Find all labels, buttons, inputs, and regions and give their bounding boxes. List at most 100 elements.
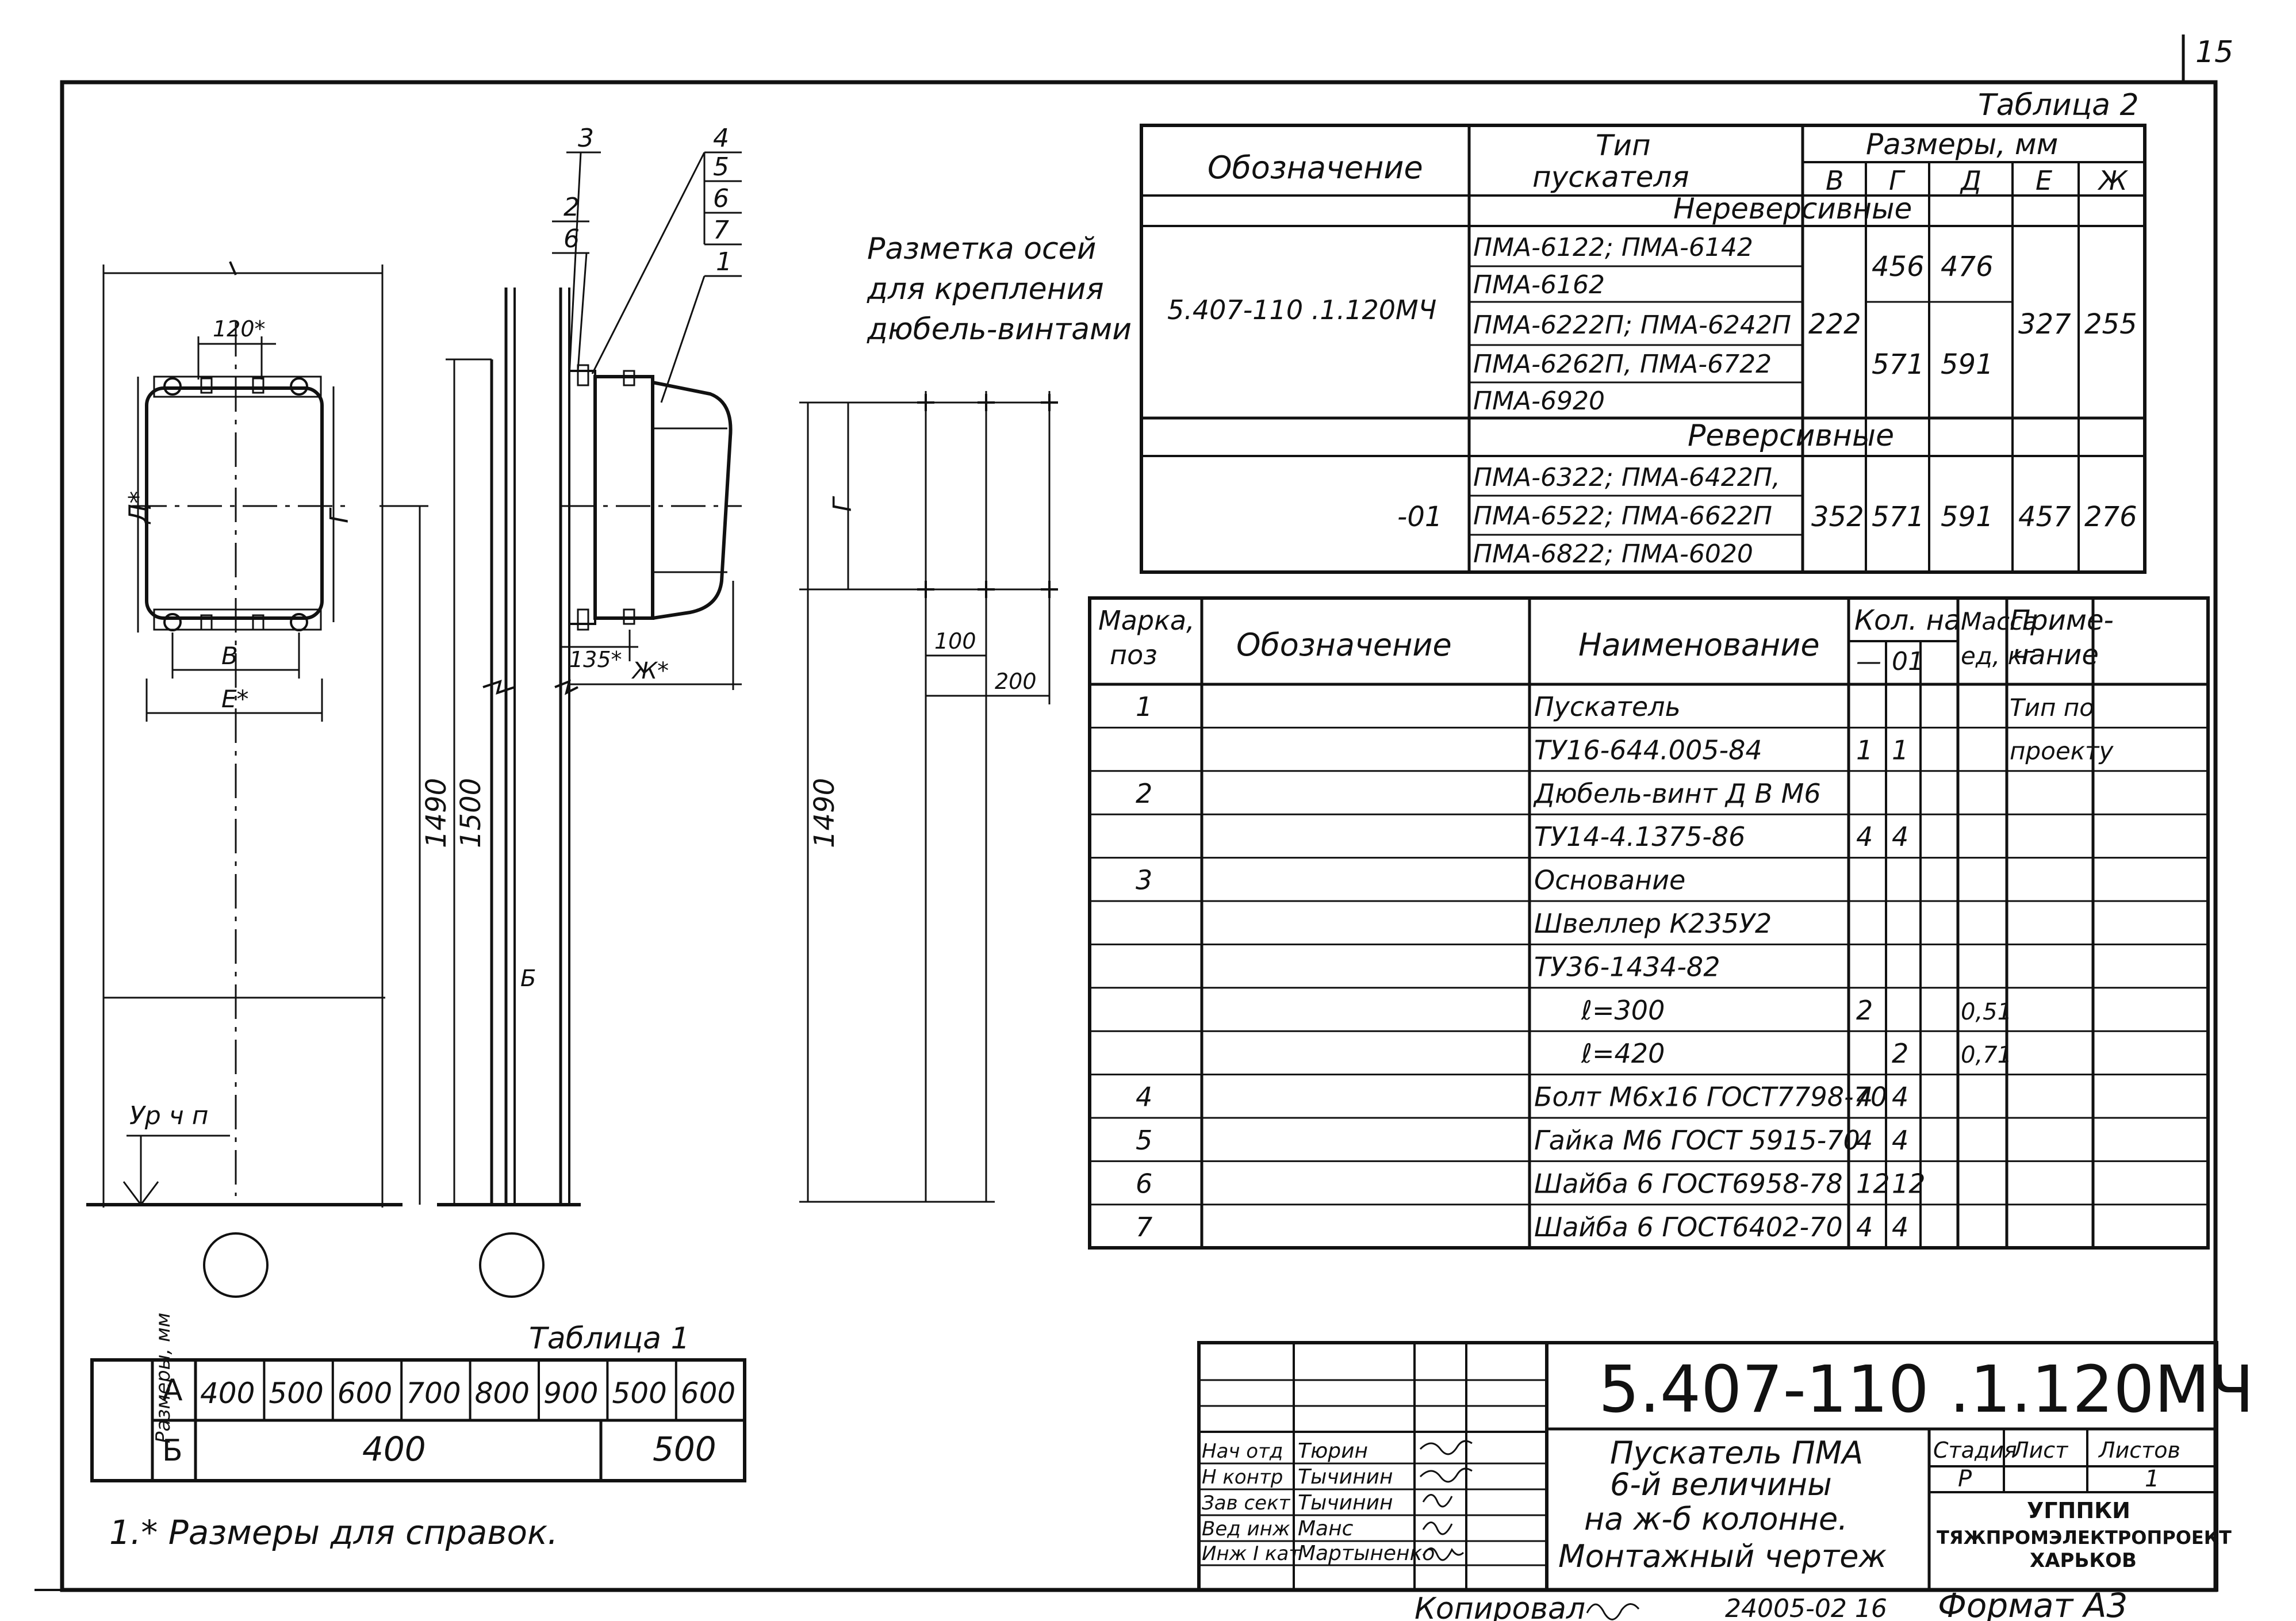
table2-col-e: Е — [2036, 165, 2052, 196]
spec-row-12-pos: 6 — [1136, 1168, 1152, 1199]
table1-a-value-7: 500 — [612, 1377, 666, 1410]
spec-row-13-qty: 4 — [1856, 1212, 1873, 1243]
table1-a-value-2: 500 — [269, 1377, 323, 1410]
table1-row-a-label: А — [162, 1373, 183, 1408]
table1-side-label: Размеры, мм — [152, 1313, 175, 1443]
spec-row-2-qty-01: 1 — [1892, 734, 1908, 765]
table2-g2-e: 457 — [2018, 501, 2071, 533]
spec-row-1-pos: 1 — [1136, 691, 1152, 722]
spec-row-2-note: проекту — [2010, 737, 2114, 765]
tb-role-3: Зав сект — [1202, 1492, 1291, 1515]
footnote: 1.* Размеры для справок. — [109, 1513, 558, 1552]
sheet-number: 15 — [2195, 35, 2233, 70]
table2-g1-type-3: ПМА-6222П; ПМА-6242П — [1473, 311, 1791, 340]
spec-row-9-name: ℓ=420 — [1581, 1038, 1665, 1069]
spec-header-name: Наименование — [1578, 627, 1820, 663]
dim-zh: Ж* — [631, 658, 669, 684]
dim-b: Б — [520, 965, 536, 992]
spec-row-5-pos: 3 — [1136, 865, 1152, 896]
table2-g2-type-1: ПМА-6322; ПМА-6422П, — [1473, 463, 1780, 492]
spec-row-10-qty-01: 4 — [1892, 1082, 1908, 1113]
spec-row-9-mass: 0,71 — [1961, 1042, 2012, 1068]
markup-dim-100: 100 — [934, 629, 976, 654]
tb-name-4: Манс — [1298, 1517, 1354, 1540]
spec-row-lines — [1090, 726, 2208, 1206]
table1-a-value-3: 600 — [338, 1377, 392, 1410]
org-name-1: УГППКИ — [2027, 1498, 2130, 1523]
drawing-title-1: Пускатель ПМА — [1610, 1435, 1863, 1471]
dim-120: 120* — [213, 316, 266, 342]
dim-d: Д* — [124, 491, 153, 524]
spec-row-11-pos: 5 — [1136, 1125, 1152, 1156]
spec-header-mark-1: Марка, — [1098, 605, 1195, 636]
starter-side-view — [437, 151, 742, 1298]
org-name-3: ХАРЬКОВ — [2030, 1549, 2137, 1572]
spec-header-qty: Кол. на — [1854, 604, 1961, 637]
sheets-value: 1 — [2145, 1466, 2159, 1492]
spec-row-10-pos: 4 — [1136, 1082, 1152, 1113]
table1-a-value-4: 700 — [406, 1377, 461, 1410]
callout-1: 1 — [716, 247, 732, 277]
table2-caption: Таблица 2 — [1978, 88, 2139, 122]
dim-v: В — [221, 642, 238, 670]
table2-grid — [1140, 124, 2146, 574]
table2-g2-designation: -01 — [1397, 501, 1442, 533]
spec-row-4-name: ТУ14-4.1375-86 — [1534, 821, 1745, 852]
sheet-frame — [35, 35, 2218, 1592]
spec-header-note-1: Приме- — [2010, 604, 2114, 637]
tb-name-5: Мартыненко — [1298, 1542, 1435, 1565]
signatures — [1419, 1440, 1473, 1561]
spec-row-3-pos: 2 — [1136, 778, 1152, 809]
table2-g1-zh: 255 — [2084, 308, 2137, 340]
tb-name-2: Тычинин — [1298, 1465, 1393, 1489]
spec-row-11-qty-01: 4 — [1892, 1125, 1908, 1156]
callout-6b: 6 — [713, 184, 729, 213]
spec-row-12-name: Шайба 6 ГОСТ6958-78 — [1534, 1168, 1843, 1199]
tb-role-2: Н контр — [1202, 1466, 1283, 1489]
copied-by: Копировал — [1415, 1592, 1585, 1621]
table1-a-value-6: 900 — [543, 1377, 598, 1410]
order-number: 24005-02 16 — [1725, 1594, 1887, 1621]
callout-5: 5 — [713, 152, 729, 182]
header-stage: Стадия — [1933, 1438, 2017, 1463]
markup-title-line3: дюбель-винтами — [867, 312, 1132, 347]
table2-header-designation: Обозначение — [1208, 150, 1423, 186]
table2-g1-designation: 5.407-110 .1.120МЧ — [1167, 294, 1436, 325]
table2-g2-d: 591 — [1941, 501, 1994, 533]
markup-title-line1: Разметка осей — [867, 232, 1096, 266]
drawing-title-3: на ж-б колонне. — [1584, 1501, 1847, 1537]
table2-g1-d2: 591 — [1941, 348, 1994, 381]
axis-markup-view — [799, 391, 1058, 1203]
spec-row-6-name: Швеллер К235У2 — [1534, 908, 1772, 939]
table2-g1-g1: 456 — [1872, 251, 1925, 283]
callout-4: 4 — [713, 124, 729, 153]
spec-header-mass-1: Масса — [1961, 607, 2038, 635]
table2-col-d: Д — [1960, 165, 1981, 196]
callout-7: 7 — [713, 216, 729, 245]
tb-role-5: Инж I кат — [1202, 1542, 1301, 1565]
table2-g1-d1: 476 — [1941, 251, 1994, 283]
spec-row-1-name: Пускатель — [1534, 691, 1681, 722]
dim-1500: 1500 — [455, 778, 487, 848]
drawing-title-2: 6-й величины — [1610, 1466, 1832, 1503]
spec-row-4-qty-01: 4 — [1892, 821, 1908, 852]
spec-row-2-name: ТУ16-644.005-84 — [1534, 734, 1762, 765]
table1-row-b-label: Б — [162, 1434, 183, 1468]
table2-col-g: Г — [1889, 165, 1906, 196]
table2-g2-type-2: ПМА-6522; ПМА-6622П — [1473, 501, 1772, 531]
spec-row-12-qty-01: 12 — [1892, 1168, 1926, 1199]
spec-header-mass-2: ед, кг — [1961, 642, 2036, 670]
spec-row-8-qty: 2 — [1856, 995, 1873, 1026]
table1-a-value-1: 400 — [200, 1377, 255, 1410]
spec-row-1-note: Тип по — [2010, 693, 2094, 722]
spec-row-13-pos: 7 — [1136, 1212, 1152, 1243]
title-block-grid — [1197, 1341, 2218, 1592]
spec-row-12-qty: 12 — [1856, 1168, 1890, 1199]
table2-group-nonreversing: Нереверсивные — [1673, 192, 1912, 225]
spec-row-13-name: Шайба 6 ГОСТ6402-70 — [1534, 1212, 1843, 1243]
dim-1490: 1490 — [420, 778, 453, 848]
spec-row-5-name: Основание — [1534, 865, 1685, 896]
tb-role-4: Вед инж — [1202, 1517, 1290, 1540]
spec-row-8-name: ℓ=300 — [1581, 995, 1665, 1026]
